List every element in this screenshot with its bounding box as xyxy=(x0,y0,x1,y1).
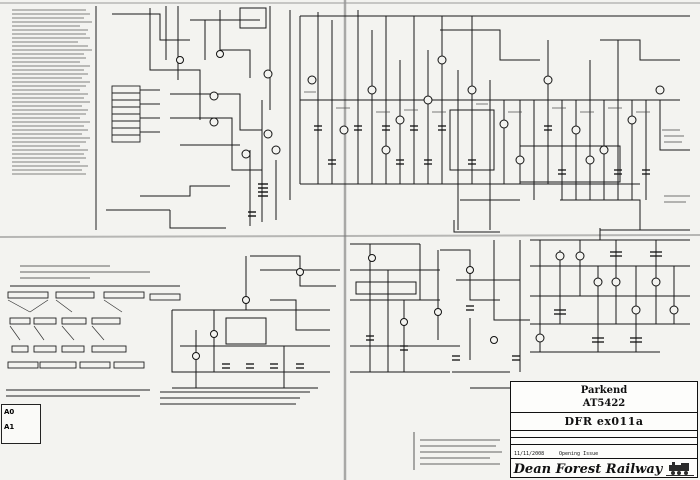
company-name: Dean Forest Railway xyxy=(513,462,663,477)
company-divider xyxy=(511,458,697,459)
revision-date: 11/11/2008 xyxy=(514,451,545,457)
revision-label-a0: A0 xyxy=(4,408,15,416)
revision-table-line xyxy=(511,444,697,445)
title-block: Parkend AT5422 DFR ex011a 11/11/2008 Ope… xyxy=(510,381,698,478)
revision-table-top xyxy=(511,430,697,431)
revision-table-line xyxy=(511,437,697,438)
revision-description: Opening Issue xyxy=(559,451,599,457)
signal-box-reference: AT5422 xyxy=(582,398,626,409)
locomotive-icon xyxy=(666,462,694,476)
revision-label-a1: A1 xyxy=(4,423,15,431)
revision-status-box: A0 A1 xyxy=(1,404,41,444)
drawing-number: DFR ex011a xyxy=(564,415,644,428)
location-name: Parkend xyxy=(580,385,628,396)
title-divider xyxy=(511,412,697,413)
